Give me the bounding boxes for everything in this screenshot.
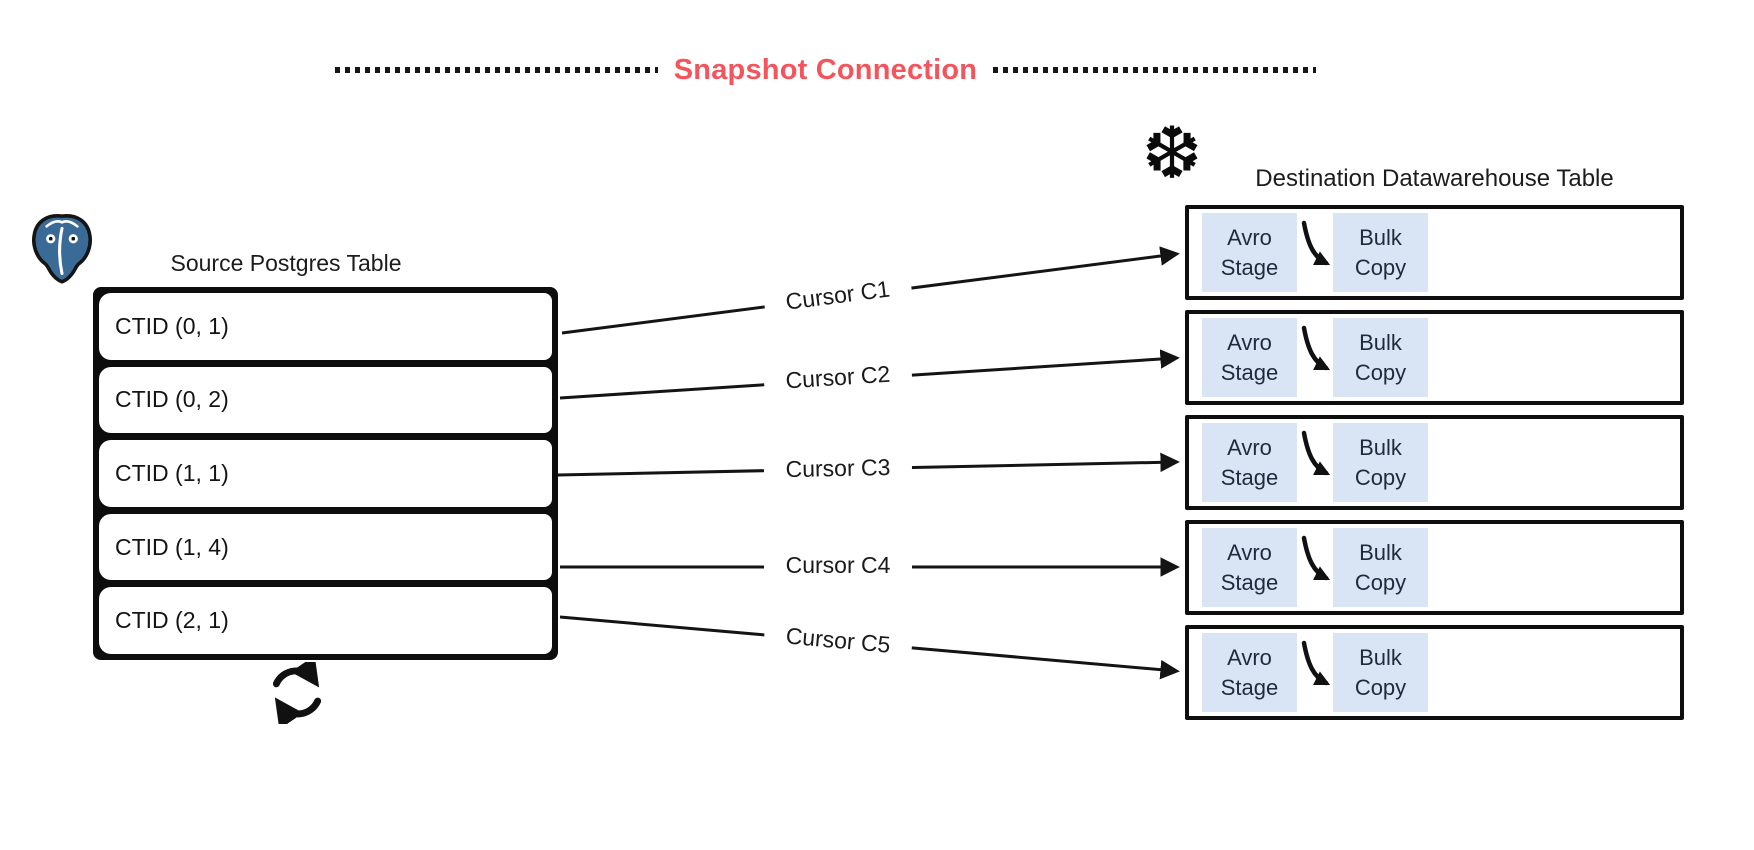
source-postgres-table: CTID (0, 1) CTID (0, 2) CTID (1, 1) CTID… [93,287,558,660]
destination-row: Avro Stage Bulk Copy [1185,625,1684,720]
bulk-copy-chip: Bulk Copy [1333,633,1428,712]
destination-row: Avro Stage Bulk Copy [1185,520,1684,615]
cursor-arrow [559,349,1180,400]
cursor-label: Cursor C5 [785,622,892,657]
refresh-cycle-icon [272,662,322,724]
bulk-copy-chip: Bulk Copy [1333,528,1428,607]
curved-arrow-icon [1301,640,1331,686]
cursor-label: Cursor C2 [785,361,891,394]
destination-row: Avro Stage Bulk Copy [1185,310,1684,405]
curved-arrow-icon [1301,325,1331,371]
cursor-arrow [561,246,1180,335]
curved-arrow-icon [1301,220,1331,266]
cursor-arrow [559,615,1180,680]
destination-table-title: Destination Datawarehouse Table [1255,165,1614,192]
cursor-label-group: Cursor C3 [763,451,913,489]
bulk-copy-chip: Bulk Copy [1333,213,1428,292]
cursor-label-group: Cursor C1 [762,270,914,324]
dotted-line-right [993,67,1316,73]
cursor-label: Cursor C3 [785,454,890,482]
destination-row: Avro Stage Bulk Copy [1185,205,1684,300]
table-row: CTID (1, 1) [99,440,552,507]
cursor-label: Cursor C4 [786,552,891,578]
curved-arrow-icon [1301,430,1331,476]
header-rule: Snapshot Connection [335,52,1316,88]
cursor-label-group: Cursor C4 [764,550,912,584]
table-row: CTID (0, 1) [99,293,552,360]
table-row: CTID (2, 1) [99,587,552,654]
cursor-arrow [557,452,1180,477]
postgresql-logo-icon [32,214,92,284]
destination-row: Avro Stage Bulk Copy [1185,415,1684,510]
avro-stage-chip: Avro Stage [1202,318,1297,397]
page-title: Snapshot Connection [673,53,978,86]
cursor-label: Cursor C1 [784,276,891,315]
table-row: CTID (1, 4) [99,513,552,581]
avro-stage-chip: Avro Stage [1202,528,1297,607]
avro-stage-chip: Avro Stage [1202,423,1297,502]
source-table-title: Source Postgres Table [170,250,402,276]
curved-arrow-icon [1301,535,1331,581]
destination-datawarehouse-table: Avro Stage Bulk Copy Avro Stage Bulk Cop… [1185,205,1684,720]
bulk-copy-chip: Bulk Copy [1333,423,1428,502]
cursor-label-group: Cursor C5 [762,618,914,666]
table-row: CTID (0, 2) [99,366,552,434]
bulk-copy-chip: Bulk Copy [1333,318,1428,397]
snowflake-icon: ❆ [1141,114,1203,194]
cursor-label-group: Cursor C2 [763,357,913,401]
dotted-line-left [335,67,658,73]
avro-stage-chip: Avro Stage [1202,633,1297,712]
avro-stage-chip: Avro Stage [1202,213,1297,292]
